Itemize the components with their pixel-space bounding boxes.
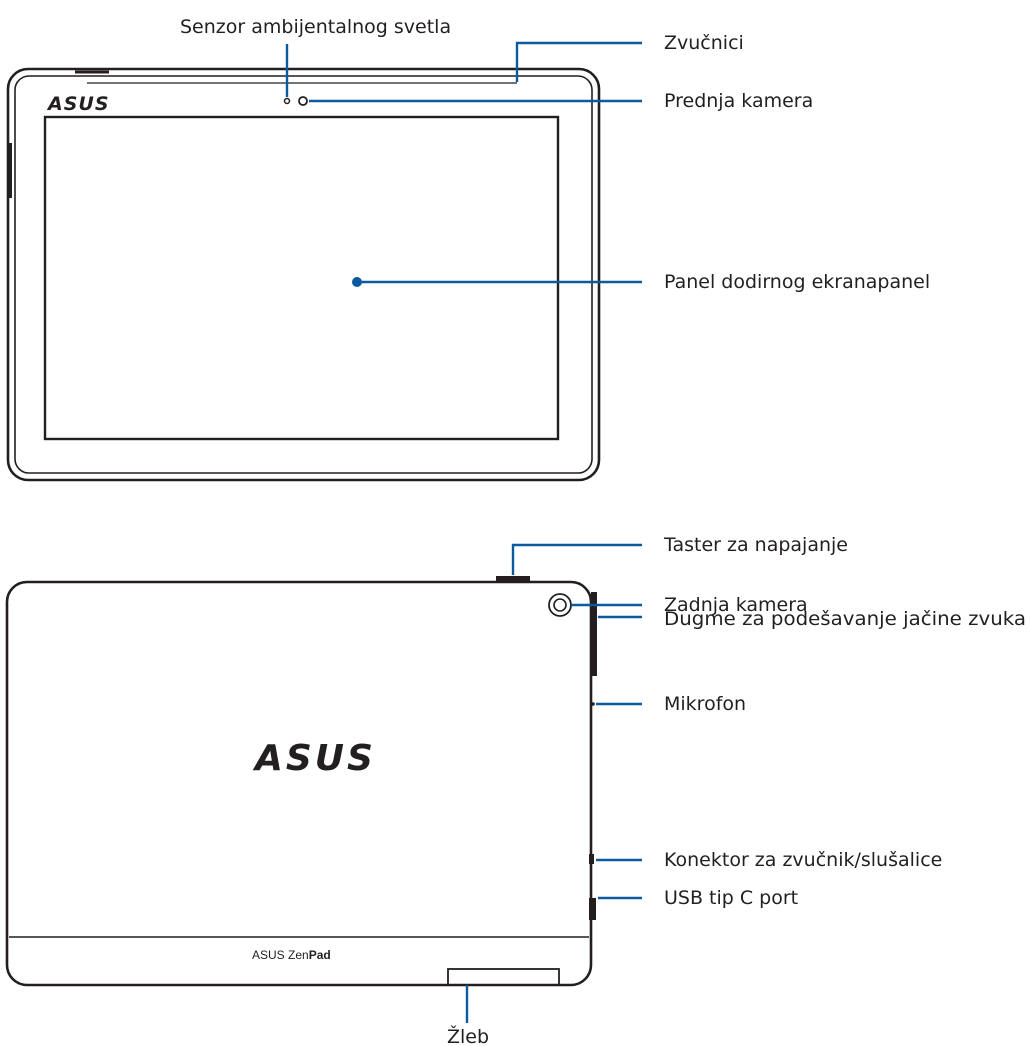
back-outer-shell: [5, 580, 593, 987]
front-inner-bezel: [14, 75, 593, 474]
speakers-label: Zvučnici: [664, 32, 744, 54]
back-slot-cover: [447, 968, 560, 986]
slot-label: Žleb: [447, 1025, 489, 1046]
tablet-back-view: ASUS ASUS ZenPad: [5, 576, 597, 987]
touch-screen-dot: [352, 277, 362, 287]
microphone-label: Mikrofon: [664, 693, 746, 715]
speakers-leader: [515, 41, 642, 82]
model-name-text: Pad: [309, 948, 331, 962]
front-leader-lines: [285, 41, 642, 287]
front-camera-lens: [298, 96, 308, 106]
volume-button-label: Dugme za podešavanje jačine zvuka: [664, 608, 1026, 630]
front-screen: [43, 115, 560, 441]
ambient-light-sensor-label: Senzor ambijentalnog svetla: [180, 16, 451, 38]
back-audio-jack: [589, 854, 594, 864]
power-button-leader: [511, 543, 642, 575]
audio-jack-label: Konektor za zvučnik/slušalice: [664, 849, 942, 871]
front-camera-label: Prednja kamera: [664, 90, 813, 112]
ambient-light-sensor-dot: [283, 97, 291, 105]
back-volume-button: [591, 592, 597, 676]
touch-screen-label: Panel dodirnog ekranapanel: [664, 271, 930, 293]
front-asus-logo: ASUS: [46, 93, 110, 115]
model-brand-text: ASUS Zen: [252, 948, 309, 962]
usb-port-label: USB tip C port: [664, 887, 798, 909]
back-leader-lines: [465, 543, 642, 1023]
front-outer-shell: [6, 67, 601, 482]
rear-camera-lens: [553, 598, 567, 612]
tablet-front-view: ASUS: [6, 67, 601, 482]
rear-camera-ring: [548, 593, 572, 617]
power-button-label: Taster za napajanje: [663, 534, 848, 556]
back-asus-logo: ASUS: [252, 738, 376, 779]
rear-camera-label: Zadnja kamera: [664, 594, 808, 616]
back-usb-port: [589, 898, 596, 920]
back-model-text: ASUS ZenPad: [252, 948, 331, 962]
back-microphone-hole: [591, 702, 595, 706]
back-power-button: [496, 576, 530, 582]
